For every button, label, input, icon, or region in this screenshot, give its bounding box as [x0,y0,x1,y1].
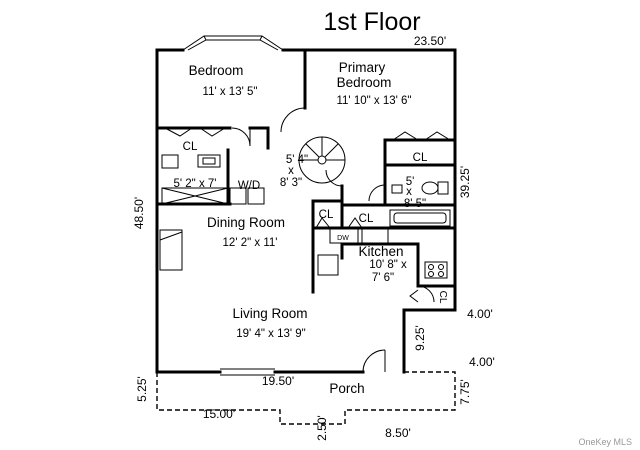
interior-walls [155,48,457,294]
built-in [159,229,183,271]
dim-porch-right: 7.75' [458,379,472,405]
room-porch-name: Porch [329,381,364,396]
bath-left-size: 5' 2" x 7' [174,178,217,190]
dw-label: DW [337,235,349,242]
floor-title: 1st Floor [323,8,420,36]
dim-porch-width: 19.50' [262,374,294,388]
room-primary-name-1: Primary [339,60,386,75]
door-swings [164,107,451,373]
room-dining-size: 12' 2" x 11' [223,237,278,249]
dim-right-height: 39.25' [458,166,472,198]
closet-kitchen: CL [437,291,448,304]
dim-step-lower: 4.00' [469,355,495,369]
bay-window [182,35,284,51]
room-kitchen-size-2: 7' 6" [372,272,394,284]
dim-porch-left: 5.25' [135,376,149,402]
room-bedroom-size: 11' x 13' 5" [203,86,258,98]
closet-hall-left: CL [319,209,334,221]
wd-label: W/D [238,180,260,192]
stair-size-3: 8' 3" [280,177,302,189]
room-kitchen-size-1: 10' 8" x [369,259,407,271]
closet-primary: CL [413,152,428,164]
porch-outline [156,371,456,425]
stair-size-1: 5' 4" [286,154,308,166]
room-kitchen-name: Kitchen [358,244,403,259]
right-bath-fixtures [389,181,451,227]
dim-step-upper: 4.00' [467,307,493,321]
bath-right-size-2: x [406,186,412,198]
exterior-walls [155,48,457,376]
room-primary-size: 11' 10" x 13' 6" [336,95,411,107]
bath-right-size-3: 8' 5" [404,198,426,210]
bath-right-size-1: 5' [406,176,415,188]
left-bath-fixtures [161,154,265,205]
dim-porch-bottom: 15.00' [203,407,235,421]
room-primary-name-2: Bedroom [337,75,392,90]
room-living-name: Living Room [232,306,307,321]
kitchen-fixtures [317,228,448,279]
spiral-stair [298,136,346,184]
room-bedroom-name: Bedroom [189,63,244,78]
stair-size-2: x [288,165,294,177]
room-living-size: 19' 4" x 13' 9" [236,328,305,340]
dim-top-width: 23.50' [414,34,446,48]
dim-step-side: 9.25' [413,325,427,351]
watermark: OneKey MLS [578,437,632,447]
closet-bedroom: CL [183,141,198,153]
dim-porch-step: 2.50' [315,415,329,441]
dim-porch-bottom-right: 8.50' [385,426,411,440]
room-dining-name: Dining Room [207,215,285,230]
closet-hall-right: CL [359,213,374,225]
dim-left-height: 48.50' [132,197,146,229]
